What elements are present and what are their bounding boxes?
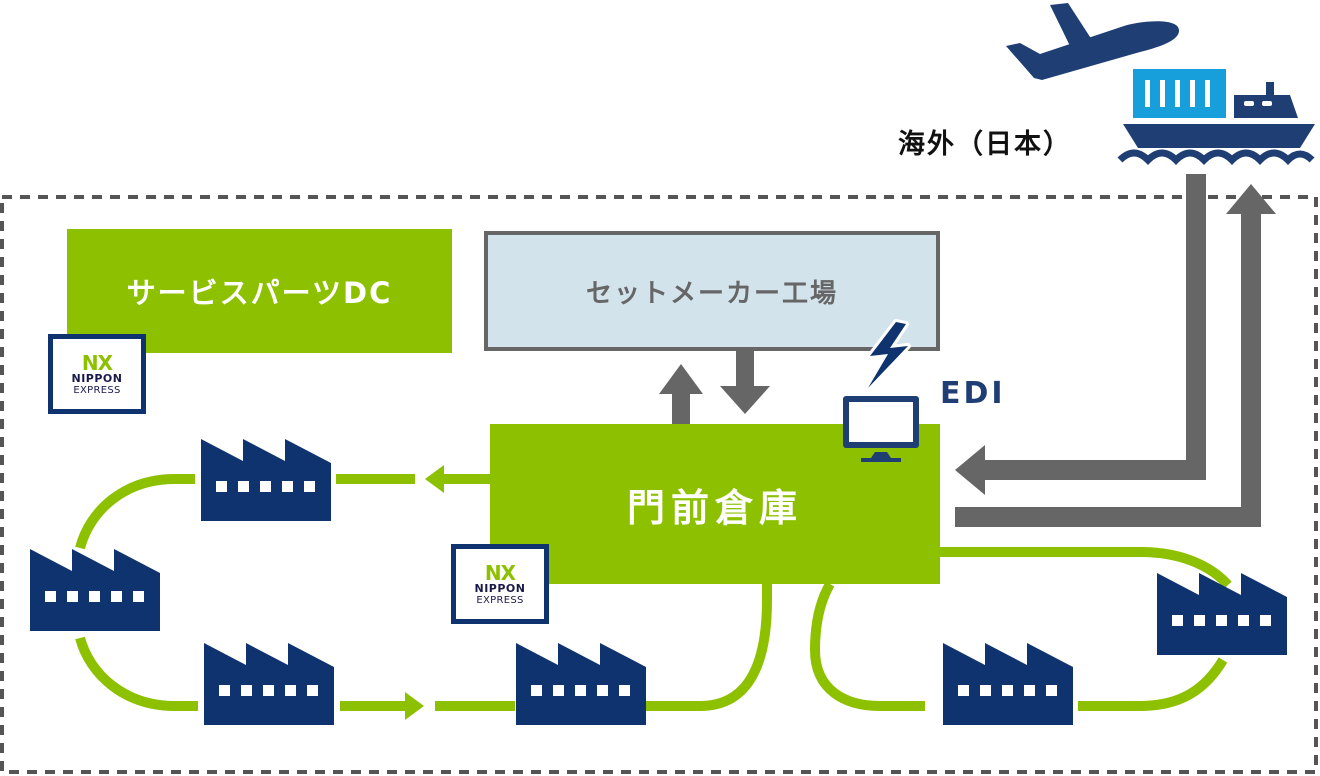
factory-icon: [1157, 573, 1287, 655]
edi-label: EDI: [940, 376, 1006, 411]
left-arrow-shaft: [444, 474, 490, 484]
logo-line2: EXPRESS: [476, 594, 524, 606]
gate-warehouse-label: 門前倉庫: [626, 485, 803, 530]
right-milk-run-route: [809, 547, 1232, 711]
left-arrow-head: [425, 465, 444, 493]
service-parts-dc-label: サービスパーツDC: [126, 276, 393, 310]
factory-icon: [204, 643, 334, 725]
nx-mark: NX: [484, 560, 516, 585]
cargo-ship-icon: [1117, 69, 1315, 165]
domestic-area-border: [0, 195, 1318, 774]
logo-line1: NIPPON: [474, 581, 526, 595]
to-warehouse-arrow: [720, 351, 770, 414]
gate-warehouse-box: 門前倉庫: [490, 424, 940, 584]
logo-line1: NIPPON: [71, 371, 123, 385]
nippon-express-logo: NX NIPPON EXPRESS: [48, 334, 146, 414]
lightning-icon: [865, 319, 911, 391]
to-maker-arrow: [659, 364, 703, 424]
monitor-icon: [843, 319, 919, 462]
nippon-express-logo: NX NIPPON EXPRESS: [451, 544, 549, 624]
nx-mark: NX: [81, 350, 113, 375]
right-arrow-head: [405, 692, 424, 720]
factory-icon: [30, 549, 160, 631]
set-maker-factory-label: セットメーカー工場: [585, 278, 838, 309]
export-arrow: [955, 184, 1276, 527]
factory-icon: [516, 643, 646, 725]
logo-line2: EXPRESS: [73, 384, 121, 396]
overseas-label: 海外（日本）: [898, 129, 1072, 160]
service-parts-dc-box: サービスパーツDC: [67, 229, 452, 353]
set-maker-factory-box: セットメーカー工場: [484, 231, 940, 351]
factory-icon: [201, 439, 331, 521]
left-milk-run-route: [75, 474, 772, 711]
airplane-icon: [1006, 3, 1180, 80]
import-arrow: [955, 174, 1206, 495]
factory-icon: [943, 643, 1073, 725]
